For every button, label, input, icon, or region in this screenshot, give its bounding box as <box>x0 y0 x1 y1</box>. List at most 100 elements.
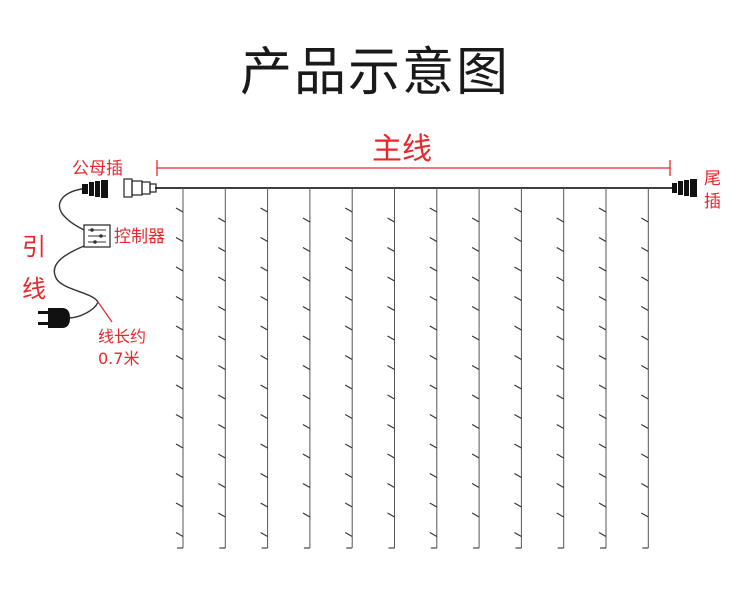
led-bulb <box>344 473 353 478</box>
led-bulb <box>514 532 522 537</box>
light-strand <box>556 188 565 549</box>
led-bulb <box>175 237 184 242</box>
led-bulb <box>514 325 522 331</box>
light-strand <box>429 188 438 549</box>
led-bulb <box>302 424 311 429</box>
led-bulb <box>514 414 522 419</box>
led-bulb <box>641 276 649 282</box>
led-bulb <box>344 266 353 272</box>
led-bulb <box>598 325 607 331</box>
tail-plug-icon <box>672 179 697 197</box>
led-bulb <box>598 443 607 449</box>
tail-plug-label: 尾插 <box>704 169 721 212</box>
led-bulb <box>471 424 480 429</box>
led-bulb <box>344 237 353 242</box>
power-plug-icon <box>38 308 70 328</box>
led-bulb <box>556 365 564 370</box>
led-bulb <box>218 217 226 223</box>
led-bulb <box>175 443 184 449</box>
led-bulb <box>598 296 607 301</box>
led-bulb <box>429 207 438 213</box>
led-bulb <box>218 394 226 400</box>
led-bulb <box>302 276 311 282</box>
led-bulb <box>218 453 226 459</box>
wire-length-label: 线长约 0.7米 <box>98 326 146 370</box>
led-bulb <box>598 237 607 242</box>
led-bulb <box>260 443 268 449</box>
led-bulb <box>514 443 522 449</box>
led-bulb <box>556 394 564 400</box>
led-bulb <box>387 453 395 459</box>
led-bulb <box>641 483 649 488</box>
led-bulb <box>641 335 649 341</box>
led-bulb <box>302 365 311 370</box>
led-bulb <box>302 483 311 488</box>
led-bulb <box>260 414 268 419</box>
led-bulb <box>471 247 480 252</box>
led-bulb <box>598 266 607 272</box>
led-bulb <box>175 207 184 213</box>
length-pointer <box>97 301 113 323</box>
led-bulb <box>175 355 184 360</box>
led-bulb <box>471 217 480 223</box>
led-bulb <box>598 532 607 537</box>
led-bulb <box>429 266 438 272</box>
led-bulb <box>471 483 480 488</box>
led-bulb <box>556 276 564 282</box>
led-bulb <box>387 365 395 370</box>
led-bulb <box>260 207 268 213</box>
led-bulb <box>218 276 226 282</box>
light-strand <box>175 188 184 549</box>
main-line-label: 主线 <box>372 132 432 167</box>
led-bulb <box>387 217 395 223</box>
lead-wire-label: 引线 <box>22 233 46 303</box>
led-bulb <box>344 443 353 449</box>
led-bulb <box>175 473 184 478</box>
led-bulb <box>175 266 184 272</box>
led-bulb <box>429 384 438 390</box>
led-bulb <box>556 247 564 252</box>
led-bulb <box>641 306 649 311</box>
light-strand <box>387 188 395 549</box>
led-bulb <box>302 335 311 341</box>
led-bulb <box>514 237 522 242</box>
led-bulb <box>344 532 353 537</box>
led-bulb <box>514 384 522 390</box>
led-bulb <box>556 217 564 223</box>
light-strand <box>641 188 649 549</box>
led-bulb <box>429 355 438 360</box>
led-bulb <box>429 414 438 419</box>
led-bulb <box>471 453 480 459</box>
led-bulb <box>260 325 268 331</box>
led-bulb <box>387 335 395 341</box>
led-bulb <box>429 296 438 301</box>
led-bulb <box>218 306 226 311</box>
light-strands <box>175 188 649 549</box>
led-bulb <box>387 483 395 488</box>
led-bulb <box>471 306 480 311</box>
led-bulb <box>260 384 268 390</box>
led-bulb <box>260 502 268 508</box>
led-bulb <box>429 443 438 449</box>
led-bulb <box>175 414 184 419</box>
led-bulb <box>218 247 226 252</box>
light-strand <box>598 188 607 549</box>
led-bulb <box>556 453 564 459</box>
light-strand <box>514 188 522 549</box>
led-bulb <box>641 453 649 459</box>
led-bulb <box>514 355 522 360</box>
led-bulb <box>514 207 522 213</box>
led-bulb <box>598 502 607 508</box>
led-bulb <box>429 532 438 537</box>
led-bulb <box>429 325 438 331</box>
led-bulb <box>641 247 649 252</box>
led-bulb <box>556 306 564 311</box>
led-bulb <box>429 473 438 478</box>
led-bulb <box>260 296 268 301</box>
led-bulb <box>260 237 268 242</box>
light-strand <box>471 188 480 549</box>
led-bulb <box>598 414 607 419</box>
led-bulb <box>260 355 268 360</box>
led-bulb <box>514 473 522 478</box>
led-bulb <box>641 365 649 370</box>
